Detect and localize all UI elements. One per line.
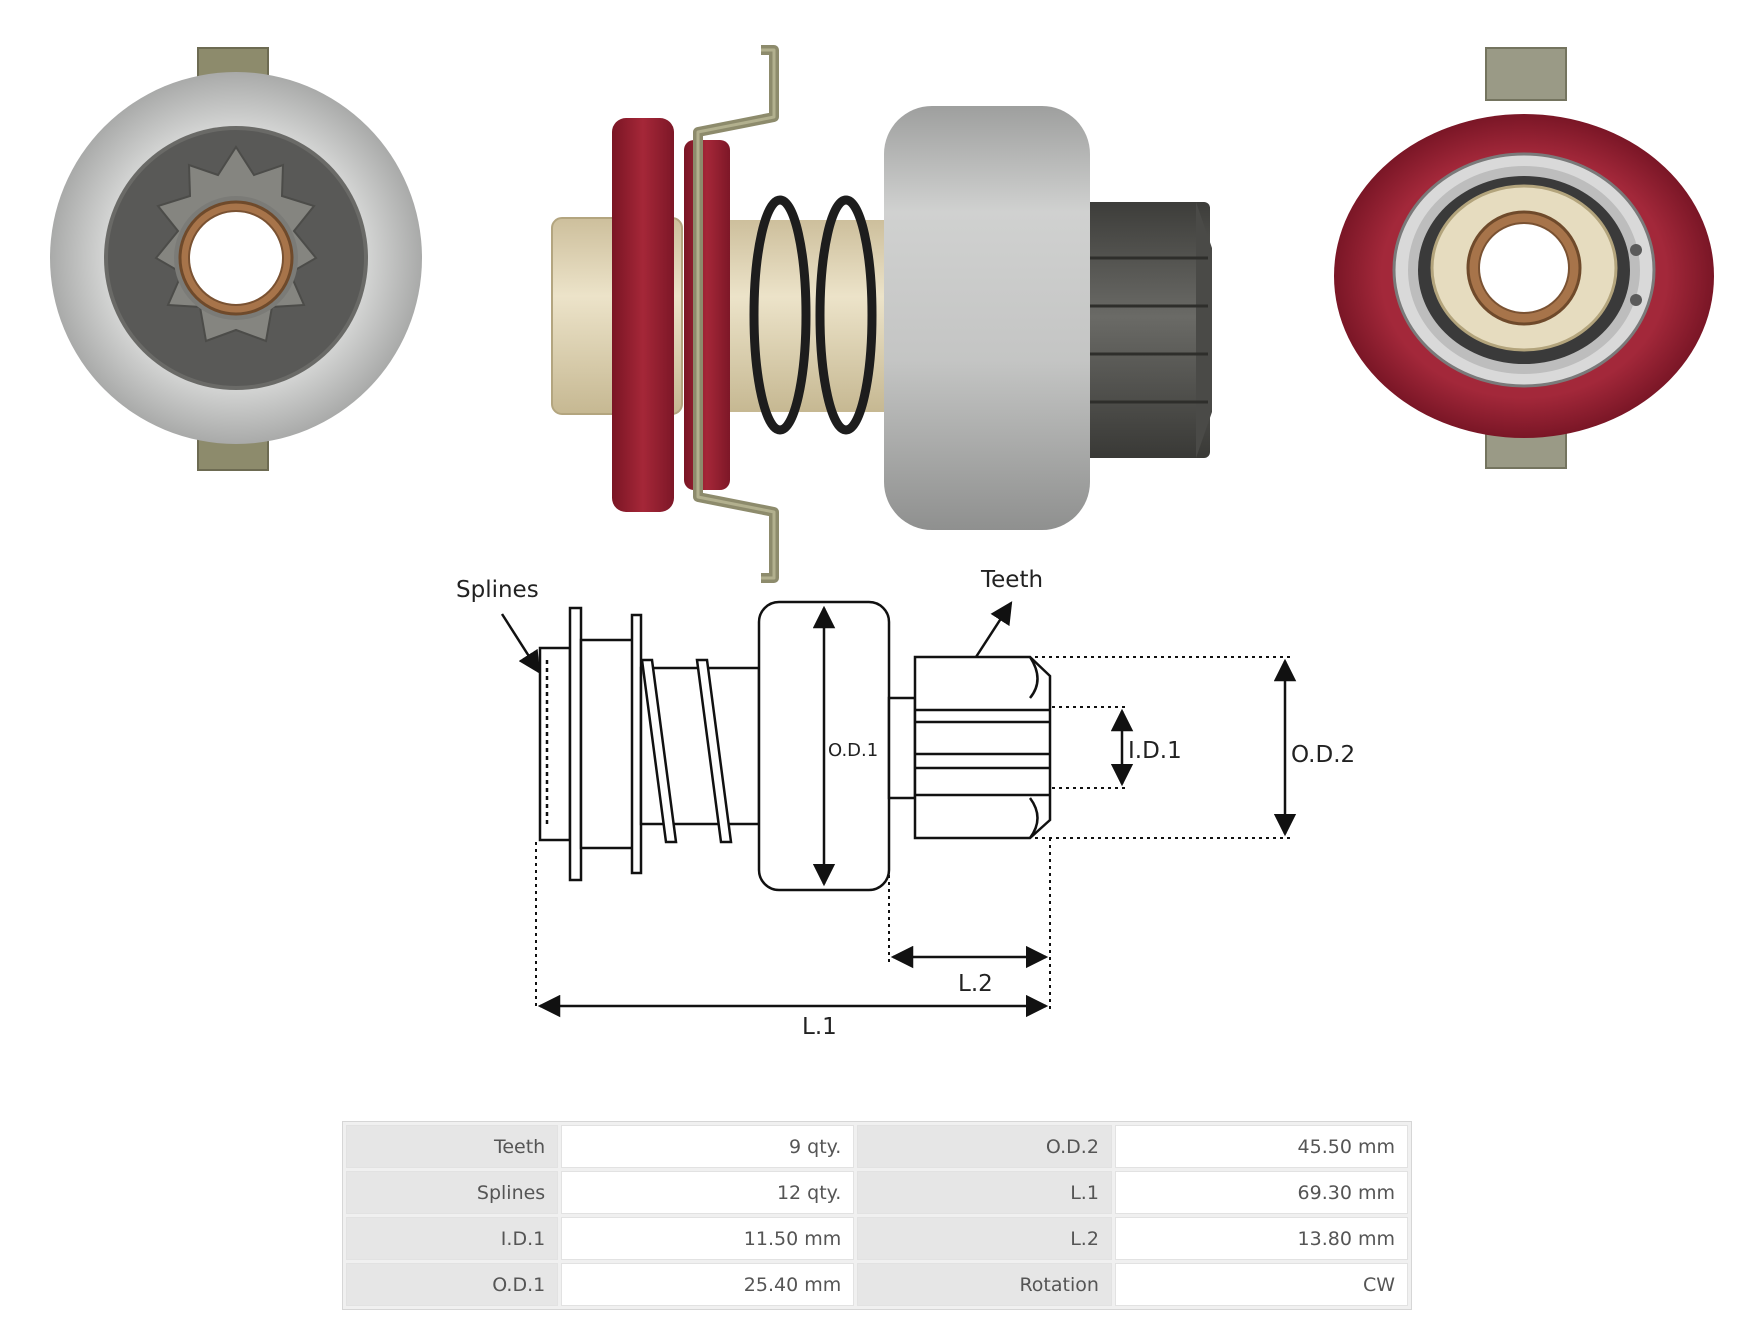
spec-value-splines: 12 qty. [561, 1171, 855, 1214]
spec-label-teeth: Teeth [346, 1125, 559, 1168]
dimension-arrows [500, 601, 1297, 1018]
spec-label-l1: L.1 [857, 1171, 1112, 1214]
rear-view-photo [1334, 47, 1714, 469]
extension-lines [535, 656, 1290, 1010]
splines-label: Splines [456, 577, 539, 603]
spec-value-id1: 11.50 mm [561, 1217, 855, 1260]
spec-value-od1: 25.40 mm [561, 1263, 855, 1306]
spec-value-l1: 69.30 mm [1114, 1171, 1408, 1214]
l2-label: L.2 [958, 971, 993, 997]
spec-label-rotation: Rotation [857, 1263, 1112, 1306]
spec-label-od2: O.D.2 [857, 1125, 1112, 1168]
table-row: Splines 12 qty. L.1 69.30 mm [346, 1171, 1408, 1214]
spec-value-rotation: CW [1114, 1263, 1408, 1306]
side-view-photo [551, 45, 1212, 583]
od1-label: O.D.1 [828, 740, 878, 761]
product-photos [50, 45, 1714, 583]
technical-drawing: Splines Teeth O.D.1 I.D.1 O.D.2 L.2 L.1 [456, 567, 1355, 1040]
splines-leader [500, 613, 541, 674]
table-row: Teeth 9 qty. O.D.2 45.50 mm [346, 1125, 1408, 1168]
od2-label: O.D.2 [1291, 742, 1355, 768]
spec-table: Teeth 9 qty. O.D.2 45.50 mm Splines 12 q… [342, 1121, 1412, 1310]
spec-value-teeth: 9 qty. [561, 1125, 855, 1168]
id1-label: I.D.1 [1128, 738, 1182, 764]
front-view-photo [50, 47, 422, 471]
table-row: I.D.1 11.50 mm L.2 13.80 mm [346, 1217, 1408, 1260]
drive-outline [538, 600, 1052, 892]
table-row: O.D.1 25.40 mm Rotation CW [346, 1263, 1408, 1306]
teeth-label: Teeth [980, 567, 1043, 593]
spec-value-od2: 45.50 mm [1114, 1125, 1408, 1168]
spec-label-od1: O.D.1 [346, 1263, 559, 1306]
teeth-leader [974, 601, 1013, 658]
spec-label-id1: I.D.1 [346, 1217, 559, 1260]
spec-value-l2: 13.80 mm [1114, 1217, 1408, 1260]
l1-label: L.1 [802, 1014, 837, 1040]
spec-label-splines: Splines [346, 1171, 559, 1214]
spec-label-l2: L.2 [857, 1217, 1112, 1260]
